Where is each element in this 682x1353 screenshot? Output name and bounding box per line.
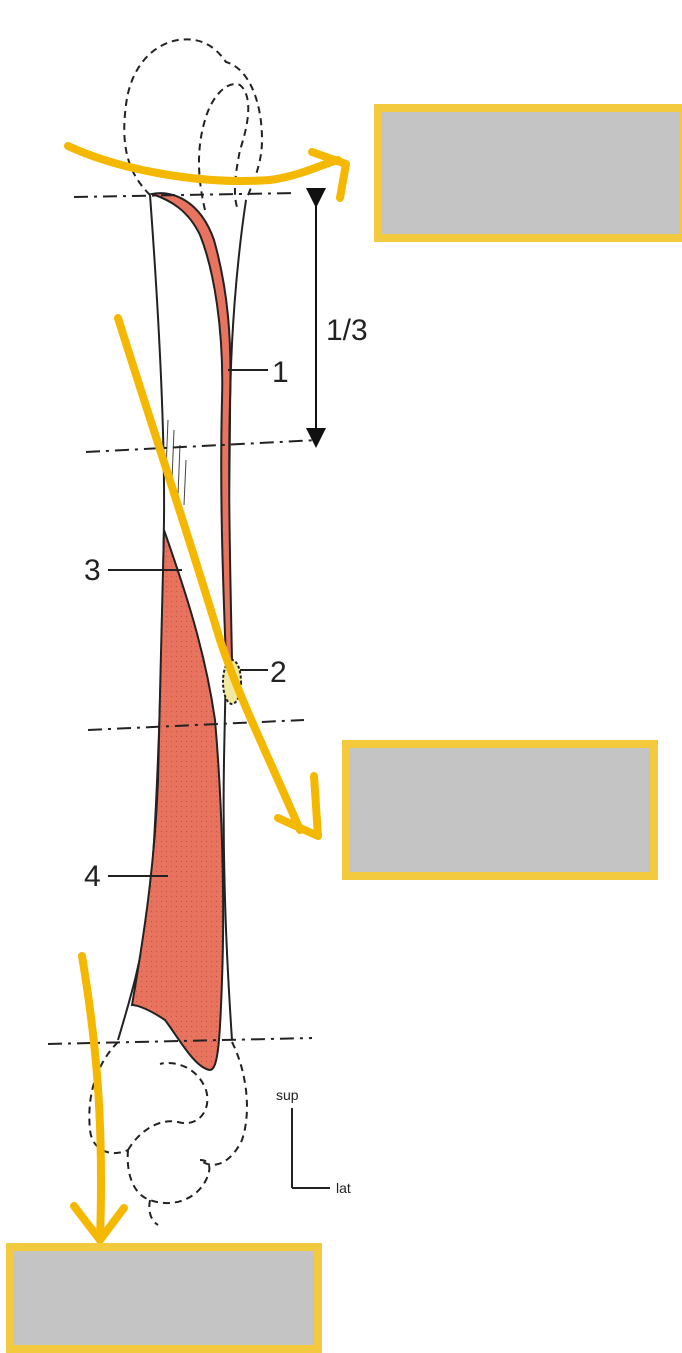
arrow-to-top-box-head bbox=[308, 148, 350, 202]
proximal-inner-outline bbox=[198, 83, 250, 211]
label-sup: sup bbox=[276, 1087, 299, 1103]
label-fraction: 1/3 bbox=[326, 314, 368, 347]
label-muscle-3: 3 bbox=[84, 554, 101, 587]
distal-carpal-outline bbox=[88, 1041, 248, 1226]
section-lines bbox=[47, 192, 319, 1045]
arrow-to-bottom-box bbox=[78, 952, 106, 1244]
answer-box-middle bbox=[342, 740, 658, 880]
annotation-arrows bbox=[64, 142, 350, 1244]
label-muscle-4: 4 bbox=[84, 860, 101, 893]
arrow-to-middle-box-head bbox=[274, 772, 322, 840]
proximal-epiphysis-outline bbox=[123, 38, 264, 201]
muscle-4-area bbox=[130, 529, 225, 1072]
arrow-to-bottom-box-head bbox=[70, 1202, 128, 1244]
answer-box-top bbox=[374, 104, 682, 242]
arrow-to-middle-box bbox=[114, 314, 304, 834]
answer-box-bottom bbox=[6, 1243, 322, 1353]
label-muscle-2: 2 bbox=[270, 656, 287, 689]
orientation-indicator bbox=[291, 1108, 330, 1189]
arrow-to-top-box bbox=[64, 142, 342, 185]
label-muscle-1: 1 bbox=[272, 356, 289, 389]
leader-lines bbox=[108, 369, 268, 877]
label-lat: lat bbox=[336, 1180, 351, 1196]
